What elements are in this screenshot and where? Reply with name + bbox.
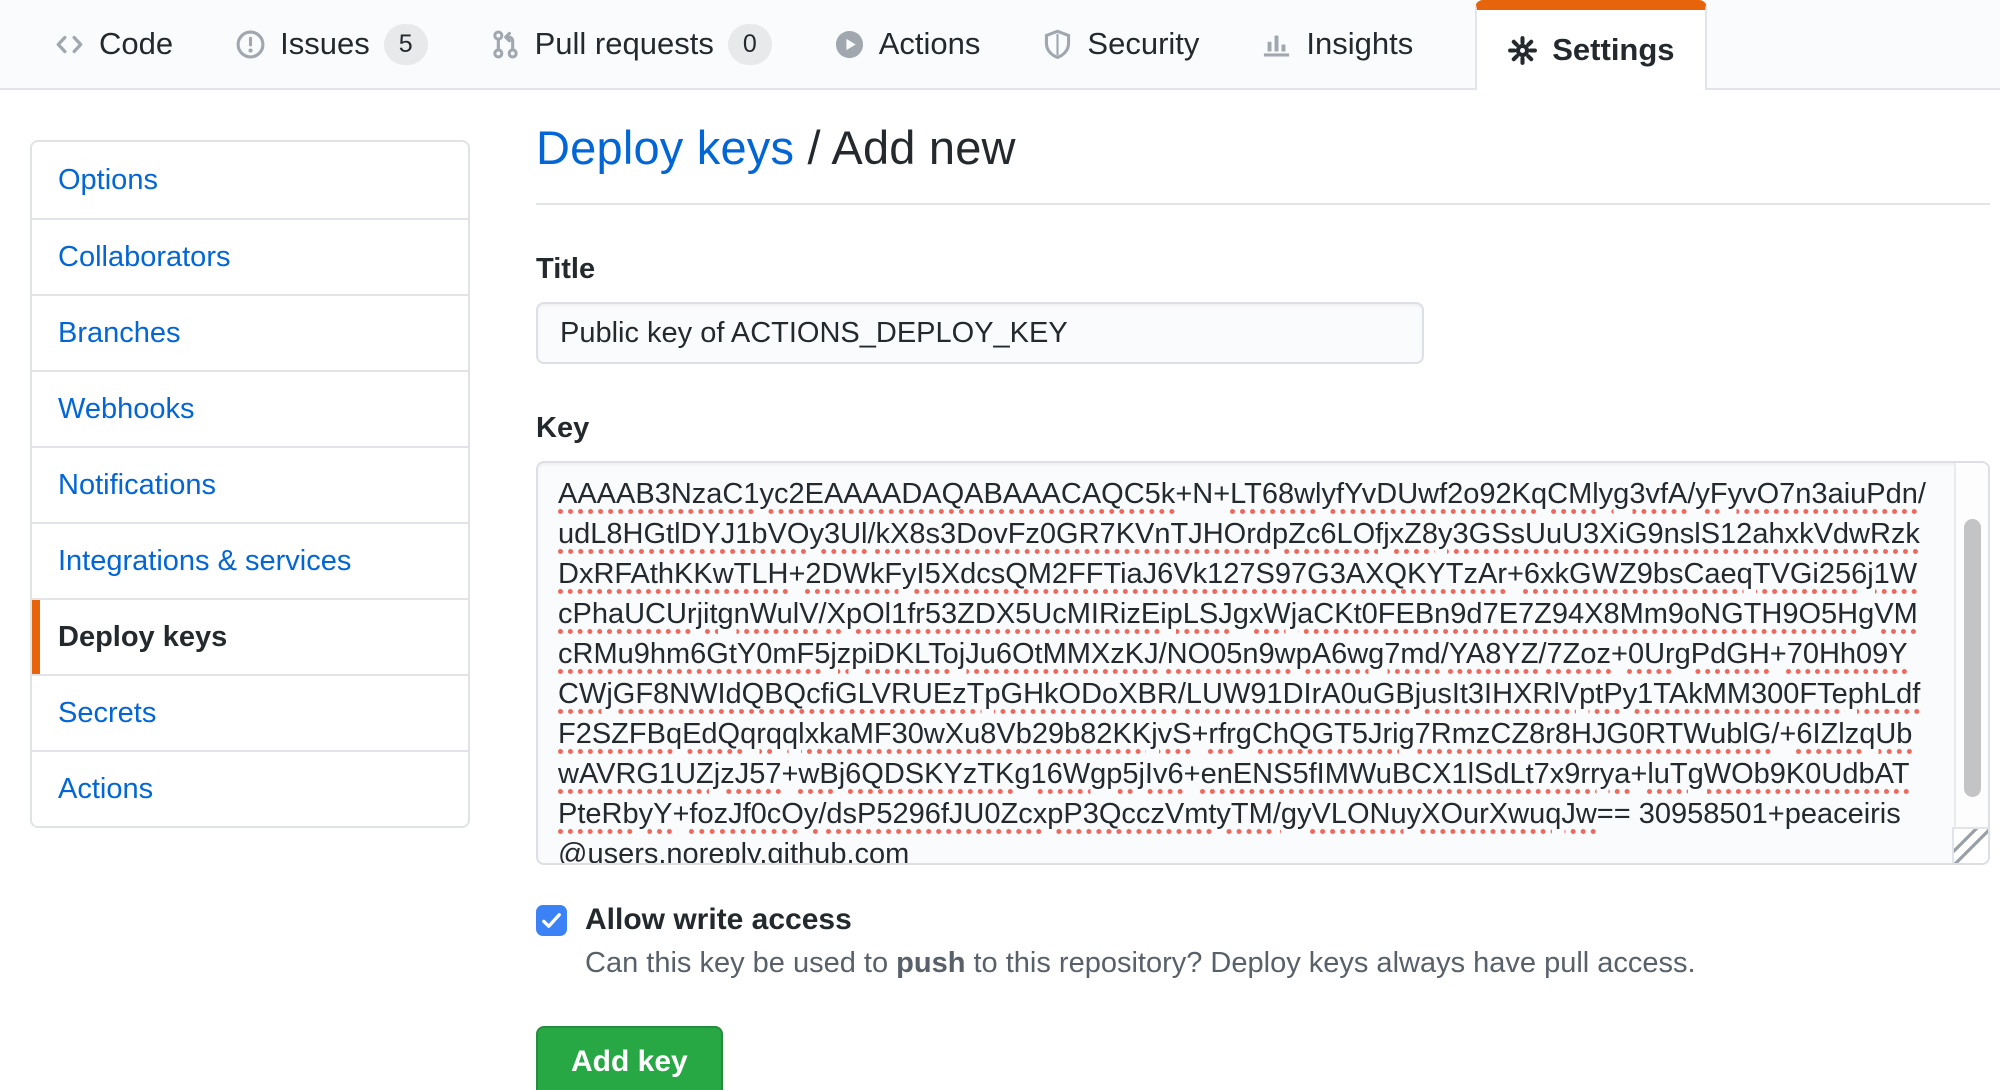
breadcrumb-separator: / <box>794 121 832 174</box>
tab-pull-requests[interactable]: Pull requests 0 <box>490 0 772 88</box>
tab-issues[interactable]: Issues 5 <box>235 0 428 88</box>
tab-code[interactable]: Code <box>54 0 173 88</box>
textarea-resize-handle[interactable] <box>1952 827 1988 863</box>
issue-opened-icon <box>235 29 266 60</box>
allow-write-access-row: Allow write access <box>536 903 1990 937</box>
sidebar-item-deploy-keys[interactable]: Deploy keys <box>32 598 468 674</box>
sidebar-item-notifications[interactable]: Notifications <box>32 446 468 522</box>
sidebar-item-integrations-services[interactable]: Integrations & services <box>32 522 468 598</box>
allow-write-access-label[interactable]: Allow write access <box>585 903 852 936</box>
sidebar-item-label: Collaborators <box>58 240 231 273</box>
sidebar-item-label: Webhooks <box>58 392 195 425</box>
tab-label: Code <box>99 26 174 61</box>
repo-tab-bar: Code Issues 5 Pull requests 0 Actions Security… <box>0 0 2000 90</box>
key-scrollbar-track[interactable] <box>1954 463 1988 827</box>
graph-icon <box>1261 29 1292 60</box>
description-suffix: to this repository? Deploy keys always h… <box>965 947 1696 979</box>
sidebar-item-label: Secrets <box>58 696 157 729</box>
sidebar-item-label: Branches <box>58 316 181 349</box>
allow-write-access-description: Can this key be used to push to this rep… <box>585 947 1990 980</box>
tab-count-badge: 0 <box>727 23 772 65</box>
tab-label: Pull requests <box>534 26 714 61</box>
key-textarea[interactable]: AAAAB3NzaC1yc2EAAAADAQABAAACAQC5k+N+LT68… <box>536 461 1990 865</box>
tab-count-badge: 5 <box>383 23 428 65</box>
key-scrollbar-thumb[interactable] <box>1964 519 1981 797</box>
allow-write-access-checkbox[interactable] <box>536 904 567 936</box>
pull-request-icon <box>490 29 521 60</box>
sidebar-item-label: Notifications <box>58 468 216 501</box>
sidebar-item-label: Actions <box>58 772 154 805</box>
tab-label: Security <box>1087 26 1200 61</box>
sidebar-item-branches[interactable]: Branches <box>32 294 468 370</box>
sidebar-item-label: Deploy keys <box>58 620 228 653</box>
title-field-label: Title <box>536 253 596 285</box>
check-icon <box>540 909 563 932</box>
breadcrumb: Deploy keys / Add new <box>536 120 1990 175</box>
description-bold-word: push <box>896 947 966 979</box>
tab-actions[interactable]: Actions <box>834 0 981 88</box>
tab-label: Settings <box>1552 32 1675 67</box>
add-key-button[interactable]: Add key <box>536 1026 723 1090</box>
gear-icon <box>1507 35 1538 66</box>
key-field-label: Key <box>536 412 590 444</box>
tab-label: Issues <box>280 26 370 61</box>
breadcrumb-current: Add new <box>831 121 1016 174</box>
key-textarea-content: AAAAB3NzaC1yc2EAAAADAQABAAACAQC5k+N+LT68… <box>558 478 1926 865</box>
tab-label: Insights <box>1306 26 1414 61</box>
sidebar-item-webhooks[interactable]: Webhooks <box>32 370 468 446</box>
tab-insights[interactable]: Insights <box>1261 0 1413 88</box>
sidebar-item-options[interactable]: Options <box>32 142 468 218</box>
sidebar-item-label: Options <box>58 163 158 196</box>
sidebar-item-actions[interactable]: Actions <box>32 750 468 826</box>
tab-security[interactable]: Security <box>1042 0 1199 88</box>
code-icon <box>54 29 85 60</box>
title-input[interactable] <box>536 302 1424 364</box>
sidebar-item-collaborators[interactable]: Collaborators <box>32 218 468 294</box>
deploy-keys-add-new-panel: Deploy keys / Add new Title Key AAAAB3Nz… <box>536 90 1990 1090</box>
sidebar-item-label: Integrations & services <box>58 544 352 577</box>
tab-settings[interactable]: Settings <box>1475 0 1707 90</box>
play-icon <box>834 29 865 60</box>
shield-icon <box>1042 29 1073 60</box>
sidebar-item-secrets[interactable]: Secrets <box>32 674 468 750</box>
tab-label: Actions <box>878 26 981 61</box>
deploy-keys-breadcrumb-link[interactable]: Deploy keys <box>536 121 795 174</box>
description-prefix: Can this key be used to <box>585 947 897 979</box>
heading-divider <box>536 203 1990 205</box>
